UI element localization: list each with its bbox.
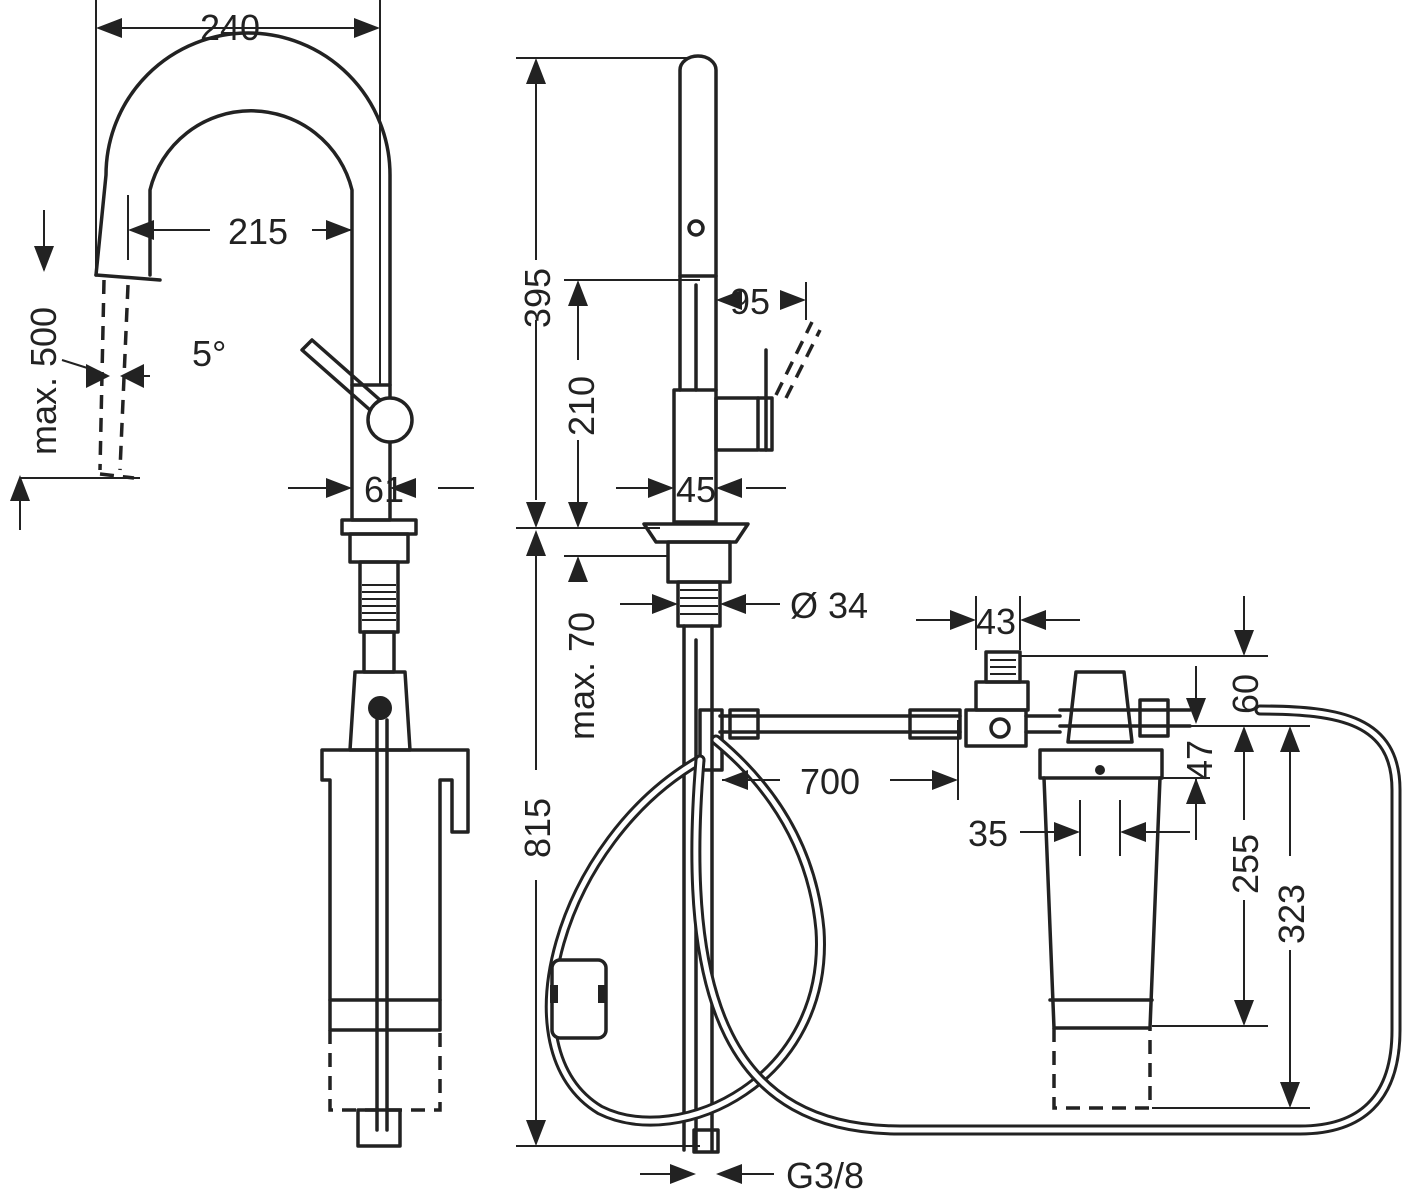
side-view-dimensions xyxy=(10,0,474,530)
dim-815-label: 815 xyxy=(517,798,558,858)
dim-323-label: 323 xyxy=(1271,884,1312,944)
side-view-faucet xyxy=(94,31,470,1148)
filter-cartridge xyxy=(1038,670,1192,1110)
dim-35-label: 35 xyxy=(968,813,1008,854)
thread-lines xyxy=(362,584,396,621)
dim-240-label: 240 xyxy=(200,7,260,48)
dim-max70-label: max. 70 xyxy=(561,612,602,740)
filter-dimensions xyxy=(916,596,1310,1109)
dim-60-label: 60 xyxy=(1225,674,1266,714)
dim-45-label: 45 xyxy=(676,469,716,510)
dim-47-label: 47 xyxy=(1179,740,1220,780)
dim-700-label: 700 xyxy=(800,761,860,802)
valve-block xyxy=(964,650,1062,748)
front-view-dimensions xyxy=(516,57,959,1184)
dim-43-label: 43 xyxy=(976,601,1016,642)
dim-61-label: 61 xyxy=(364,469,404,510)
dim-thread-label: G3/8 xyxy=(786,1155,864,1196)
dim-dia34-label: Ø 34 xyxy=(790,585,868,626)
dim-95-label: 95 xyxy=(730,281,770,322)
dim-5deg-label: 5° xyxy=(192,333,226,374)
dim-215-label: 215 xyxy=(228,211,288,252)
hose-loops xyxy=(544,704,1402,1136)
dim-max500-label: max. 500 xyxy=(23,307,64,455)
connection-pipe xyxy=(718,708,962,740)
dim-255-label: 255 xyxy=(1225,834,1266,894)
dim-395-label: 395 xyxy=(517,268,558,328)
dim-210-label: 210 xyxy=(561,376,602,436)
